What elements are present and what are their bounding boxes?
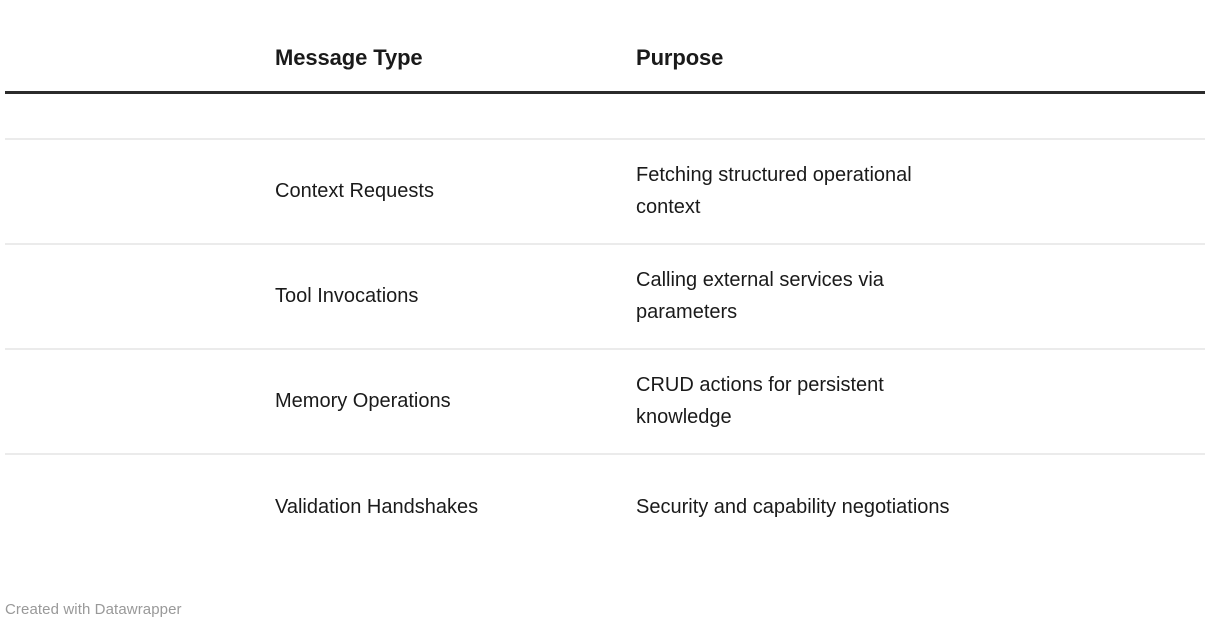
row-spacer-cell bbox=[5, 348, 275, 455]
cell-message-type: Tool Invocations bbox=[275, 243, 636, 350]
datawrapper-credit[interactable]: Created with Datawrapper bbox=[5, 601, 182, 618]
column-header-spacer bbox=[5, 0, 275, 94]
cell-purpose-text: Calling external services via parameters bbox=[636, 269, 884, 323]
table-header: Message Type Purpose bbox=[5, 0, 1205, 94]
cell-purpose-text: Security and capability negotiations bbox=[636, 495, 950, 518]
spacer-cell bbox=[275, 92, 636, 140]
cell-message-type-text: Context Requests bbox=[275, 180, 434, 202]
spacer-cell bbox=[5, 92, 275, 140]
column-header-purpose[interactable]: Purpose bbox=[636, 0, 1205, 94]
row-spacer-cell bbox=[5, 243, 275, 350]
table-container: Message Type Purpose Context Requests bbox=[5, 0, 1205, 559]
table-row: Validation Handshakes Security and capab… bbox=[5, 454, 1205, 559]
cell-purpose: Calling external services via parameters bbox=[636, 243, 1205, 350]
spacer-cell bbox=[636, 92, 1205, 140]
cell-purpose-text: CRUD actions for persistent knowledge bbox=[636, 374, 884, 428]
cell-message-type-text: Tool Invocations bbox=[275, 285, 419, 307]
table-row: Memory Operations CRUD actions for persi… bbox=[5, 348, 1205, 455]
row-spacer-cell bbox=[5, 138, 275, 245]
cell-message-type: Validation Handshakes bbox=[275, 454, 636, 559]
row-spacer-cell bbox=[5, 454, 275, 559]
cell-message-type: Memory Operations bbox=[275, 348, 636, 455]
column-header-message-type[interactable]: Message Type bbox=[275, 0, 636, 94]
header-row: Message Type Purpose bbox=[5, 0, 1205, 94]
table-spacer-row bbox=[5, 92, 1205, 140]
cell-purpose: Fetching structured operational context bbox=[636, 138, 1205, 245]
table-row: Tool Invocations Calling external servic… bbox=[5, 243, 1205, 350]
table-body: Context Requests Fetching structured ope… bbox=[5, 92, 1205, 559]
cell-purpose: CRUD actions for persistent knowledge bbox=[636, 348, 1205, 455]
cell-message-type: Context Requests bbox=[275, 138, 636, 245]
data-table: Message Type Purpose Context Requests bbox=[5, 0, 1205, 559]
cell-message-type-text: Validation Handshakes bbox=[275, 495, 479, 518]
cell-message-type-text: Memory Operations bbox=[275, 390, 451, 412]
cell-purpose: Security and capability negotiations bbox=[636, 454, 1205, 559]
cell-purpose-text: Fetching structured operational context bbox=[636, 164, 912, 218]
table-row: Context Requests Fetching structured ope… bbox=[5, 138, 1205, 245]
